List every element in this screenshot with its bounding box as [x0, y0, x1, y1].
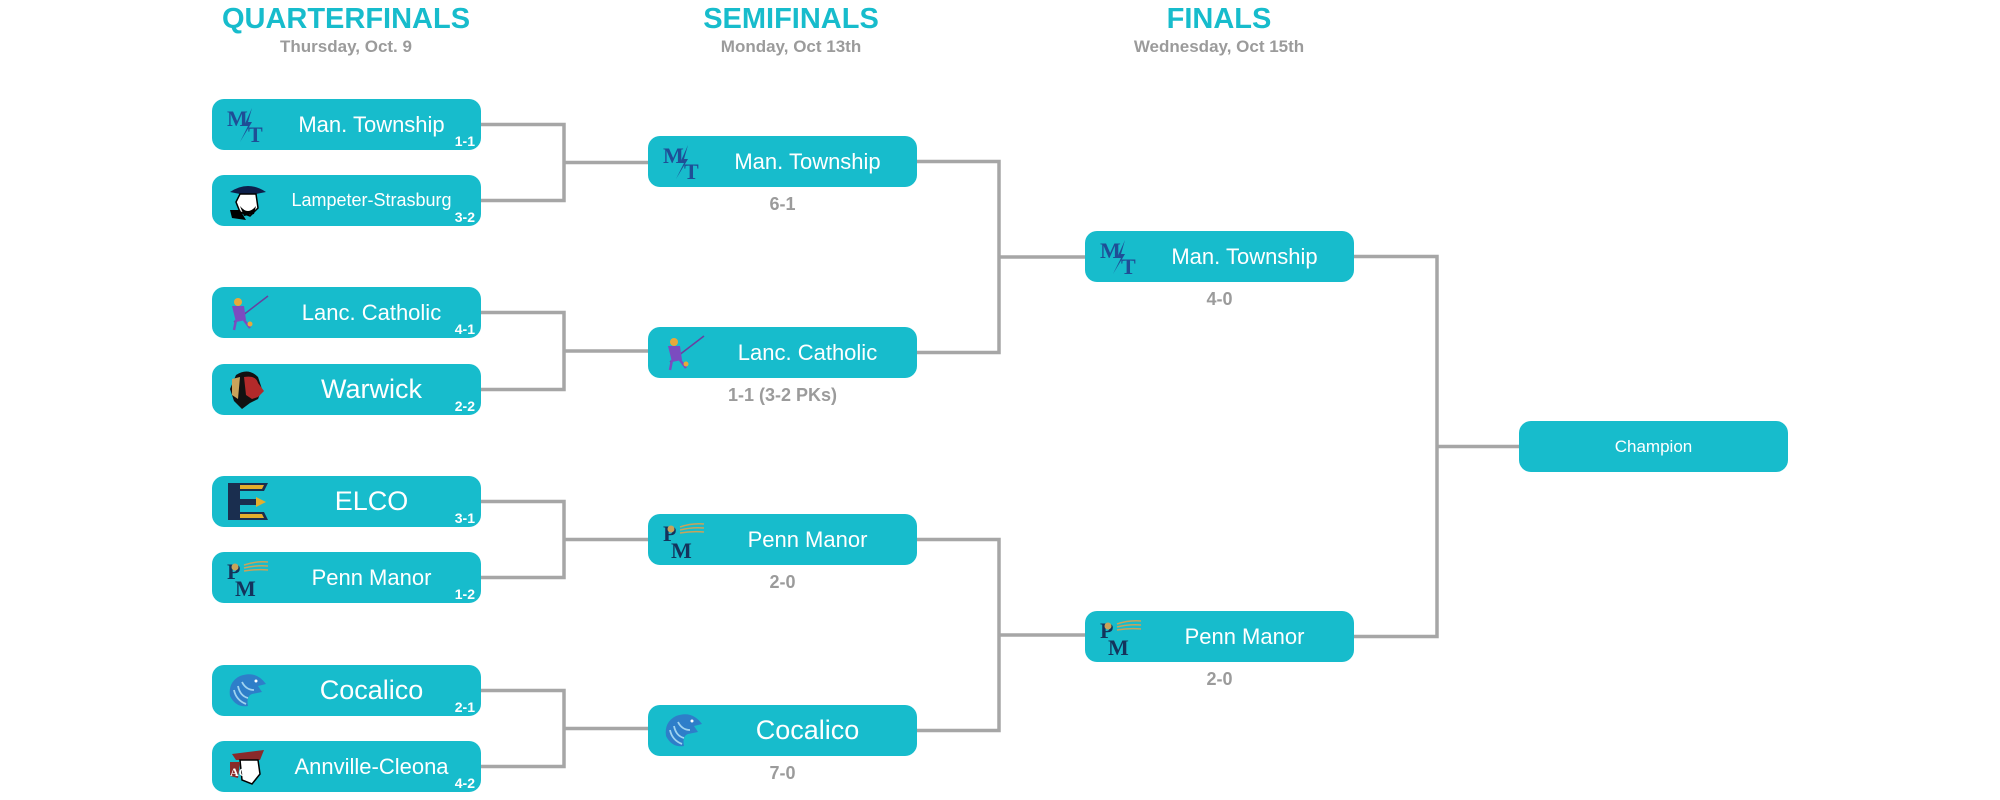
round-header: FINALS Wednesday, Oct 15th	[1019, 2, 1419, 58]
round-header: SEMIFINALS Monday, Oct 13th	[591, 2, 991, 58]
team-record: 1-2	[454, 586, 475, 602]
connector-line	[481, 688, 648, 769]
quarterfinal-team-slot[interactable]: AC Annville-Cleona 4-2	[212, 741, 481, 792]
match-score: 4-0	[1206, 289, 1233, 309]
round-date: Thursday, Oct. 9	[280, 37, 412, 56]
team-name: Man. Township	[1171, 244, 1318, 269]
svg-text:M: M	[235, 576, 256, 598]
champion-slot[interactable]: Champion	[1519, 421, 1788, 472]
quarterfinal-team-slot[interactable]: ELCO 3-1	[212, 476, 481, 527]
connector-line	[481, 499, 648, 580]
elco-logo-icon	[226, 481, 270, 522]
eagle-logo-icon	[226, 670, 270, 711]
round-header: QUARTERFINALS Thursday, Oct. 9	[146, 2, 546, 58]
pioneer-logo-icon	[226, 180, 270, 221]
team-name: Annville-Cleona	[294, 754, 449, 779]
svg-text:M: M	[671, 538, 692, 560]
team-record: 2-1	[454, 699, 475, 715]
svg-text:M: M	[227, 106, 248, 131]
round-date: Monday, Oct 13th	[720, 37, 862, 56]
svg-text:M: M	[1100, 238, 1121, 263]
svg-text:T: T	[1121, 254, 1136, 277]
crusader-logo-icon	[662, 332, 706, 373]
team-name: Penn Manor	[311, 565, 432, 590]
team-name: Cocalico	[755, 715, 860, 745]
quarterfinal-team-slot[interactable]: Cocalico 2-1	[212, 665, 481, 716]
team-name: Man. Township	[734, 149, 881, 174]
team-record: 4-2	[454, 775, 475, 791]
svg-text:M: M	[663, 143, 684, 168]
connector-line	[917, 537, 1085, 733]
match-score: 2-0	[769, 572, 796, 592]
team-name: Penn Manor	[1184, 624, 1305, 649]
champion-label: Champion	[1614, 437, 1693, 456]
team-name: Warwick	[321, 374, 422, 404]
round-title: SEMIFINALS	[703, 3, 879, 35]
eagle-logo-icon	[662, 710, 706, 751]
connector-line	[1354, 254, 1519, 639]
quarterfinal-team-slot[interactable]: Warwick 2-2	[212, 364, 481, 415]
team-name: Man. Township	[298, 112, 445, 137]
round-date: Wednesday, Oct 15th	[1133, 37, 1305, 56]
match-score: 6-1	[769, 194, 796, 214]
semifinal-team-slot[interactable]: Cocalico	[648, 705, 917, 756]
team-name: Lampeter-Strasburg	[291, 190, 452, 210]
svg-text:AC: AC	[230, 765, 247, 779]
connector-line	[917, 159, 1085, 355]
svg-text:T: T	[248, 122, 263, 145]
team-name: Cocalico	[319, 675, 424, 705]
crusader-logo-icon	[226, 292, 270, 333]
match-score: 2-0	[1206, 669, 1233, 689]
team-name: Lanc. Catholic	[737, 340, 878, 365]
team-record: 4-1	[454, 321, 475, 337]
match-score: 1-1 (3-2 PKs)	[727, 385, 838, 405]
quarterfinal-team-slot[interactable]: Lanc. Catholic 4-1	[212, 287, 481, 338]
semifinal-team-slot[interactable]: Lanc. Catholic	[648, 327, 917, 378]
svg-text:M: M	[1108, 635, 1129, 657]
round-title: QUARTERFINALS	[221, 3, 471, 35]
team-name: Lanc. Catholic	[301, 300, 442, 325]
dutchmen-logo-icon: AC	[226, 746, 270, 787]
match-score: 7-0	[769, 763, 796, 783]
team-name: ELCO	[334, 486, 409, 516]
team-record: 3-2	[454, 209, 475, 225]
team-record: 2-2	[454, 398, 475, 414]
team-record: 3-1	[454, 510, 475, 526]
team-name: Penn Manor	[747, 527, 868, 552]
connector-line	[481, 122, 648, 203]
svg-text:T: T	[684, 159, 699, 182]
round-title: FINALS	[1166, 3, 1272, 35]
team-record: 1-1	[454, 133, 475, 149]
connector-line	[481, 310, 648, 392]
warrior-logo-icon	[226, 369, 270, 410]
